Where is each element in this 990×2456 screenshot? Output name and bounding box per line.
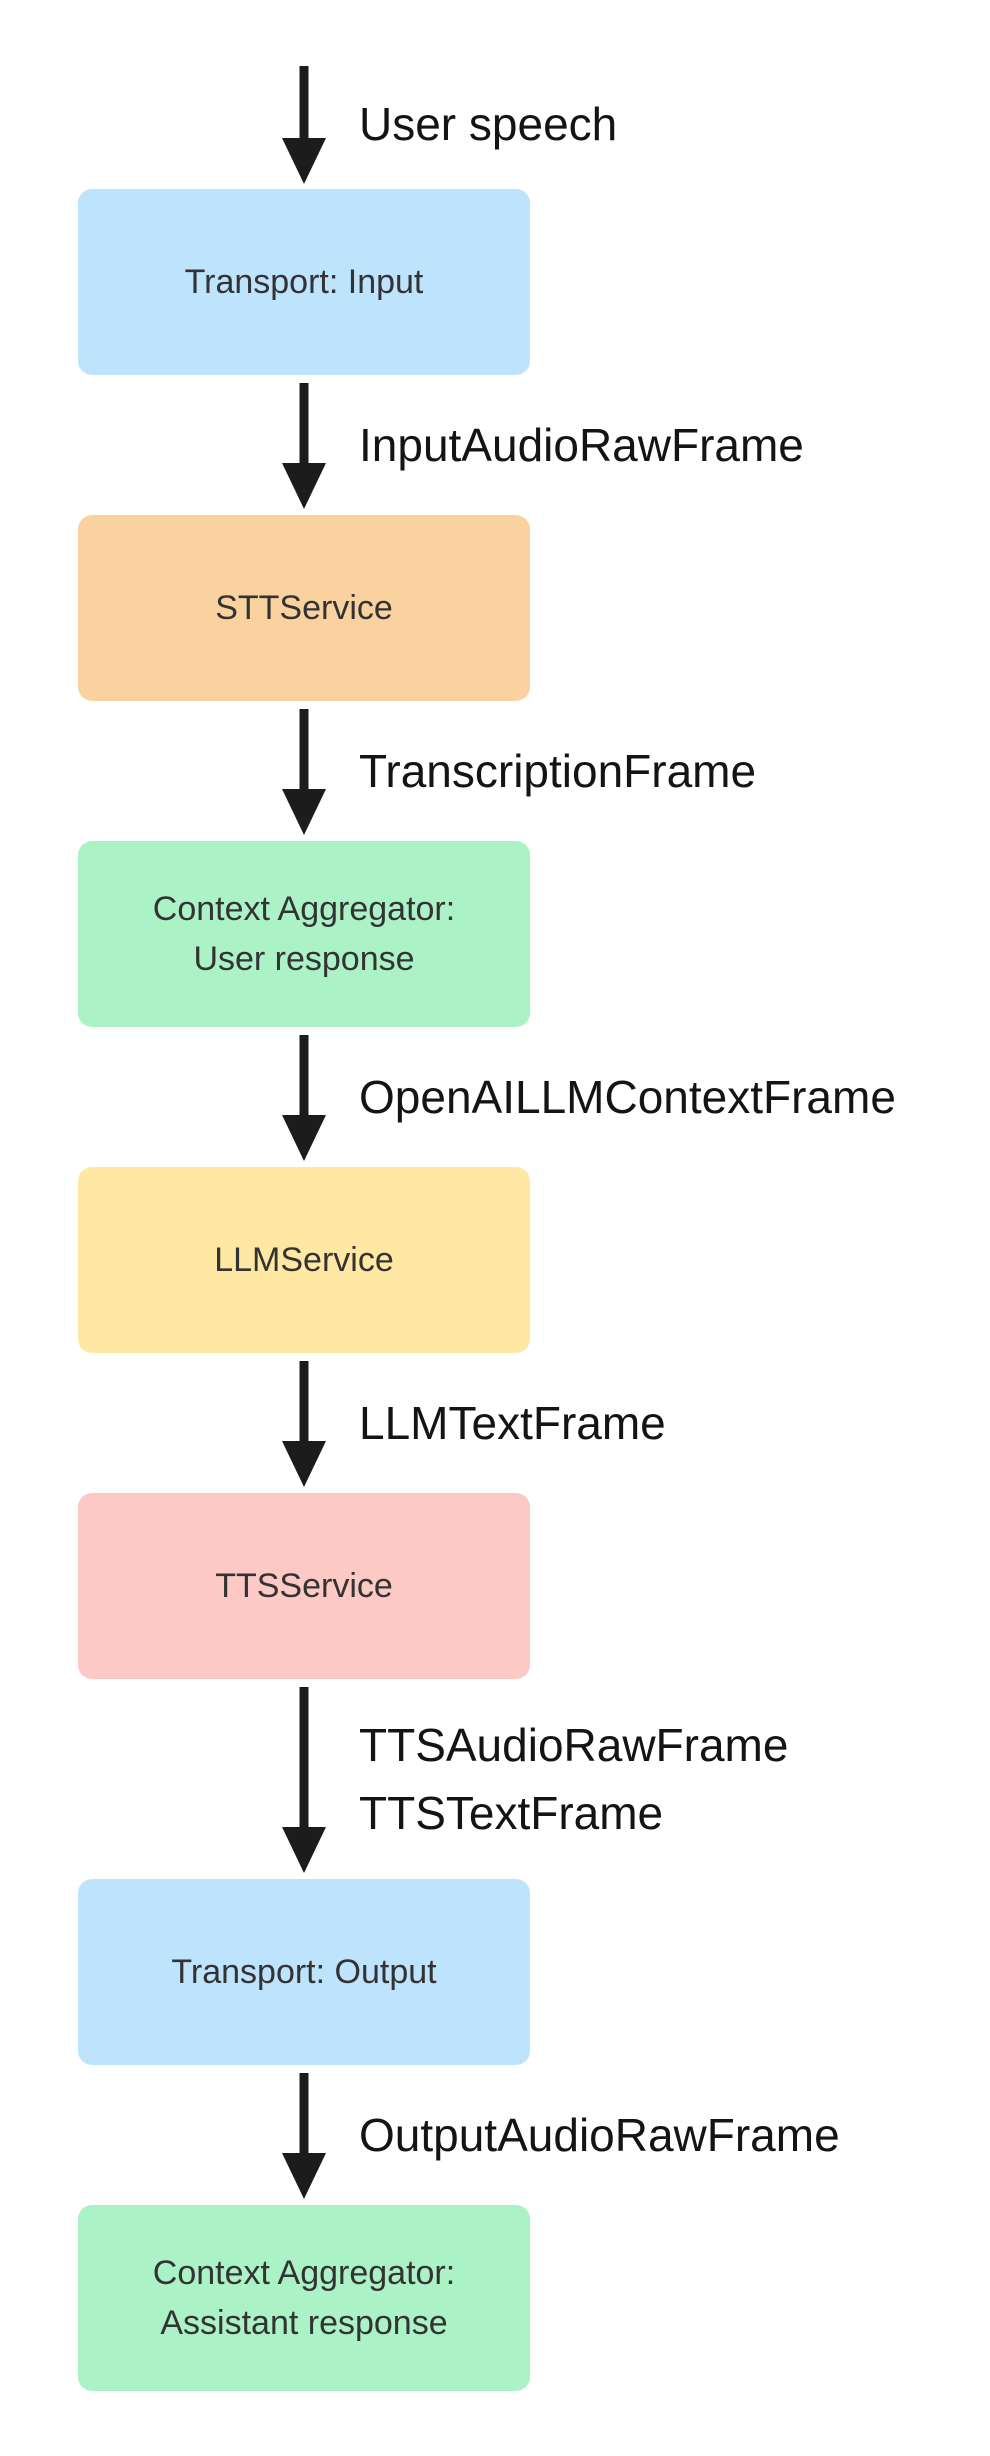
node-label: Context Aggregator: bbox=[152, 890, 456, 928]
node-context-aggregator-assistant: Context Aggregator: Assistant response bbox=[78, 2205, 530, 2391]
arrow-down-icon bbox=[281, 1359, 327, 1487]
edge-label: OpenAILLMContextFrame bbox=[359, 1063, 896, 1131]
edge-label-line: LLMTextFrame bbox=[359, 1397, 666, 1449]
node-label: TTSService bbox=[215, 1567, 393, 1605]
arrow-down-icon bbox=[281, 1685, 327, 1873]
arrow-down-icon bbox=[281, 2071, 327, 2199]
edge-transcription-frame: TranscriptionFrame bbox=[0, 701, 756, 841]
edge-openai-llm-context-frame: OpenAILLMContextFrame bbox=[0, 1027, 896, 1167]
node-llm-service: LLMService bbox=[78, 1167, 530, 1353]
edge-label: LLMTextFrame bbox=[359, 1389, 666, 1457]
node-label: User response bbox=[193, 940, 415, 978]
edge-tts-audio-raw-frame: TTSAudioRawFrame TTSTextFrame bbox=[0, 1679, 788, 1879]
node-label: Assistant response bbox=[160, 2304, 448, 2342]
arrow-down-icon bbox=[281, 1033, 327, 1161]
edge-label-line: OutputAudioRawFrame bbox=[359, 2109, 840, 2161]
edge-label-line: TranscriptionFrame bbox=[359, 745, 757, 797]
edge-input-audio-raw-frame: InputAudioRawFrame bbox=[0, 375, 804, 515]
edge-label-line: TTSAudioRawFrame bbox=[359, 1719, 789, 1771]
edge-label: OutputAudioRawFrame bbox=[359, 2101, 840, 2169]
node-label: STTService bbox=[215, 589, 393, 627]
node-label: LLMService bbox=[214, 1241, 394, 1279]
edge-label-line: InputAudioRawFrame bbox=[359, 419, 804, 471]
node-label: Transport: Output bbox=[171, 1953, 437, 1991]
node-label: Context Aggregator: bbox=[152, 2254, 456, 2292]
edge-label: TTSAudioRawFrame TTSTextFrame bbox=[359, 1711, 788, 1847]
node-transport-output: Transport: Output bbox=[78, 1879, 530, 2065]
edge-label-line: User speech bbox=[359, 98, 618, 150]
node-stt-service: STTService bbox=[78, 515, 530, 701]
edge-label: TranscriptionFrame bbox=[359, 737, 756, 805]
arrow-down-icon bbox=[281, 64, 327, 184]
arrow-down-icon bbox=[281, 707, 327, 835]
node-transport-input: Transport: Input bbox=[78, 189, 530, 375]
node-label: Transport: Input bbox=[184, 263, 424, 301]
edge-llm-text-frame: LLMTextFrame bbox=[0, 1353, 666, 1493]
edge-label: User speech bbox=[359, 90, 617, 158]
edge-label-line: OpenAILLMContextFrame bbox=[359, 1071, 896, 1123]
edge-label-line: TTSTextFrame bbox=[359, 1787, 664, 1839]
node-tts-service: TTSService bbox=[78, 1493, 530, 1679]
arrow-down-icon bbox=[281, 381, 327, 509]
node-context-aggregator-user: Context Aggregator: User response bbox=[78, 841, 530, 1027]
edge-label: InputAudioRawFrame bbox=[359, 411, 804, 479]
edge-user-speech: User speech bbox=[0, 59, 617, 189]
edge-output-audio-raw-frame: OutputAudioRawFrame bbox=[0, 2065, 840, 2205]
pipeline-stack: User speech Transport: Input InputAudioR… bbox=[0, 59, 896, 2391]
